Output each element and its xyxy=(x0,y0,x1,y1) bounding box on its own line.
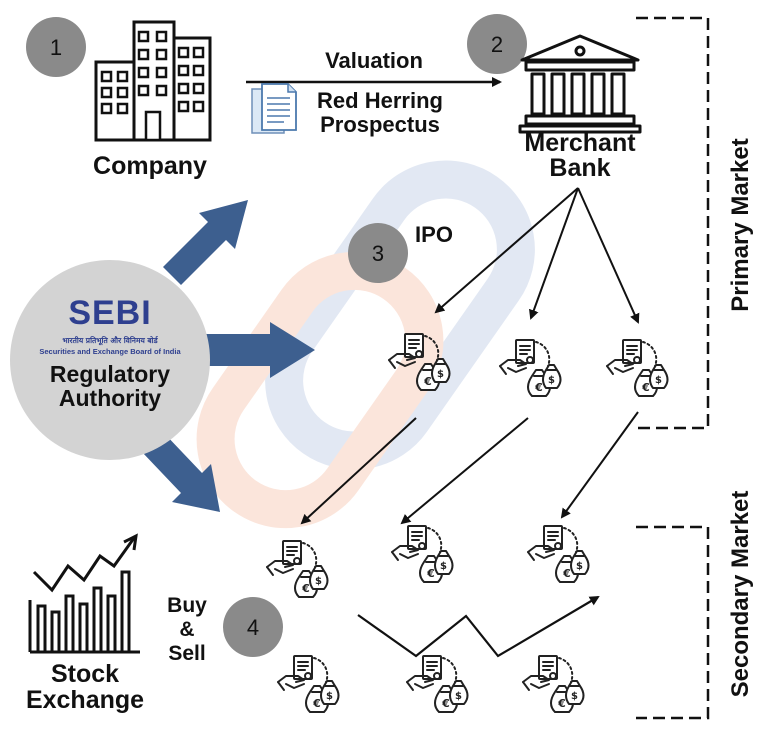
primary-market-bracket xyxy=(636,16,710,430)
bank-label: Bank xyxy=(549,154,610,182)
step-2-badge: 2 xyxy=(467,14,527,74)
step-1-badge: 1 xyxy=(26,17,86,77)
investor-icon xyxy=(277,655,340,713)
sebi-english-text: Securities and Exchange Board of India xyxy=(39,347,181,356)
prospectus-label: Prospectus xyxy=(320,112,440,137)
ampersand-label: & xyxy=(179,618,194,641)
secondary-market-bracket xyxy=(636,525,710,720)
bank-icon xyxy=(518,34,642,134)
merchant-label: Merchant xyxy=(524,129,636,157)
arrow-to-secondary xyxy=(142,432,220,512)
step-1-number: 1 xyxy=(50,35,62,60)
investor-icon xyxy=(499,339,562,397)
secondary-market-label: Secondary Market xyxy=(727,491,754,698)
stock-chart-icon xyxy=(28,533,140,654)
primary-market-label: Primary Market xyxy=(727,138,754,311)
regulator-arrows xyxy=(142,200,315,512)
building-icon xyxy=(94,20,212,142)
arrow-to-company xyxy=(163,200,248,285)
ipo-allotment-arrows xyxy=(434,187,640,324)
step-4-badge: 4 xyxy=(223,597,283,657)
investor-icon xyxy=(266,540,329,598)
trading-arrow xyxy=(357,595,600,658)
step-3-number: 3 xyxy=(372,241,384,266)
step-3-badge: 3 xyxy=(348,223,408,283)
listing-arrows xyxy=(300,411,639,525)
investor-icon xyxy=(406,655,469,713)
ipo-label: IPO xyxy=(415,222,453,247)
stock-label: Stock xyxy=(51,660,119,688)
authority-label: Authority xyxy=(59,385,161,411)
regulatory-label: Regulatory xyxy=(50,361,170,387)
arrow-to-primary xyxy=(205,322,315,378)
sebi-hindi-text: भारतीय प्रतिभूति और विनिमय बोर्ड xyxy=(62,336,158,346)
red-herring-label: Red Herring xyxy=(317,88,443,113)
exchange-label: Exchange xyxy=(26,686,144,714)
investor-icon xyxy=(606,339,669,397)
valuation-label: Valuation xyxy=(325,48,423,73)
investor-icon xyxy=(522,655,585,713)
buy-label: Buy xyxy=(167,594,207,617)
investor-icon xyxy=(391,525,454,583)
sebi-logo-text: SEBI xyxy=(68,294,151,332)
step-4-number: 4 xyxy=(247,615,259,640)
document-icon xyxy=(251,83,297,134)
company-label: Company xyxy=(93,152,207,180)
sell-label: Sell xyxy=(168,642,205,665)
investor-icon xyxy=(527,525,590,583)
step-2-number: 2 xyxy=(491,32,503,57)
sebi-badge: SEBI भारतीय प्रतिभूति और विनिमय बोर्ड Se… xyxy=(10,260,210,460)
